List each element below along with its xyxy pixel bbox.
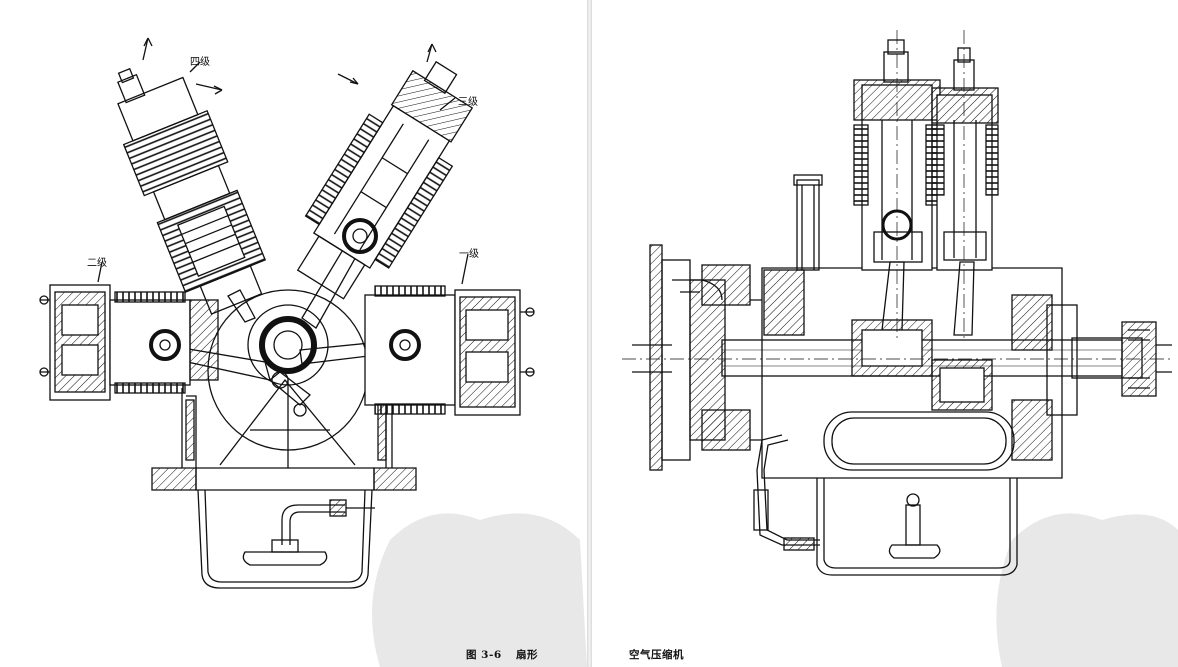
figure-caption-number: 图 3-6 [466, 649, 502, 661]
right-diagram-page: 空气压缩机 [592, 0, 1178, 667]
watermark-logo [372, 513, 587, 667]
air-compressor-section-drawing [622, 30, 1178, 667]
figure-caption-title: 扇形 [516, 649, 538, 661]
watermark-logo-right [996, 513, 1178, 667]
stage-4-label: 四级 [190, 57, 210, 68]
fan-type-compressor-drawing [39, 37, 587, 667]
stage-3-label: 三级 [458, 97, 478, 108]
stage-1-label: 一级 [459, 249, 479, 260]
left-diagram-page: 四级 三级 二级 一级 图 3-6 扇形 [0, 0, 587, 667]
stage-2-label: 二级 [87, 258, 107, 269]
figure-caption: 空气压缩机 [629, 649, 684, 661]
page-divider [587, 0, 592, 667]
